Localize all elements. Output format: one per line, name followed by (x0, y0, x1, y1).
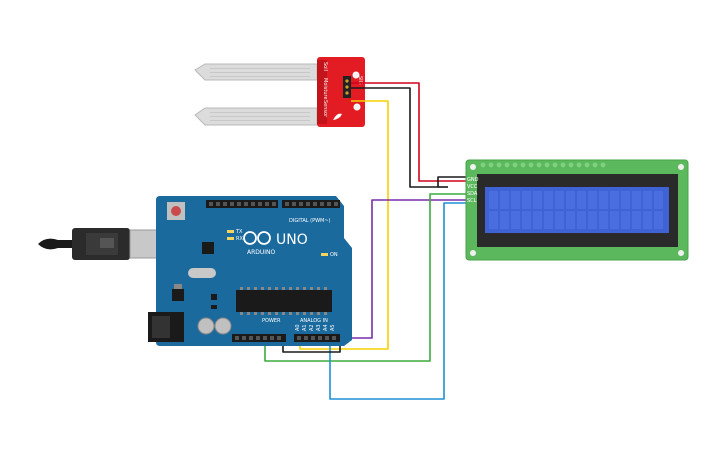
scl-wire[interactable] (329, 202, 468, 400)
capacitor-1 (197, 317, 215, 335)
led-label-rx: RX (236, 236, 243, 242)
led-label-tx: TX (235, 229, 243, 235)
pin-label-a3: A3 (316, 324, 322, 331)
led-label-on: ON (330, 252, 338, 258)
soil-moisture-sensor[interactable]: Soil Moisture Sensor SIG (194, 57, 365, 127)
lcd-pin-sda: SDA (467, 191, 478, 197)
usb-cable-end (38, 238, 72, 250)
atmega-chip (236, 290, 332, 312)
lcd-module[interactable]: GND VCC SDA SCL (465, 159, 689, 261)
usb-cable[interactable] (38, 228, 167, 260)
sensor-pin-label-sig: SIG (357, 76, 363, 85)
usb-chip (202, 242, 214, 254)
pin-label-a5: A5 (330, 324, 336, 331)
pin-label-a2: A2 (309, 324, 315, 331)
digital-header-left (206, 200, 278, 208)
voltage-regulator (172, 289, 184, 301)
sparkfun-flame-icon (333, 113, 342, 120)
lcd-character-grid (489, 191, 663, 229)
sensor-label-moisture: Moisture (322, 78, 328, 100)
pin-label-a1: A1 (302, 324, 308, 331)
arduino-uno-board[interactable]: DIGITAL (PWM~) ARDUINO UNO TX RX ON (148, 196, 352, 346)
vcc-wire[interactable] (351, 82, 468, 182)
sda-wire[interactable] (264, 193, 468, 362)
purple-wire[interactable] (350, 199, 468, 339)
header-power-label: POWER (262, 318, 281, 324)
lcd-pin-pads (480, 162, 606, 168)
digital-header-right (282, 200, 340, 208)
sensor-label-soil: Soil (322, 62, 328, 71)
brand-label: ARDUINO (247, 249, 276, 256)
probe-texture (210, 68, 310, 121)
pin-label-a0: A0 (295, 324, 301, 331)
lcd-pin-gnd: GND (467, 177, 479, 183)
board-name-label: UNO (276, 232, 308, 248)
lcd-pin-scl: SCL (467, 198, 477, 204)
sensor-label-sensor: Sensor (322, 100, 328, 118)
analog-header (294, 334, 340, 342)
pin-label-a4: A4 (323, 324, 329, 331)
gnd-wire[interactable] (351, 87, 468, 188)
header-digital-label: DIGITAL (PWM~) (289, 218, 331, 224)
capacitor-2 (214, 317, 232, 335)
header-analog-label: ANALOG IN (300, 318, 328, 324)
arduino-logo-icon (243, 231, 271, 245)
lcd-pin-vcc: VCC (467, 184, 478, 190)
crystal (188, 268, 216, 278)
